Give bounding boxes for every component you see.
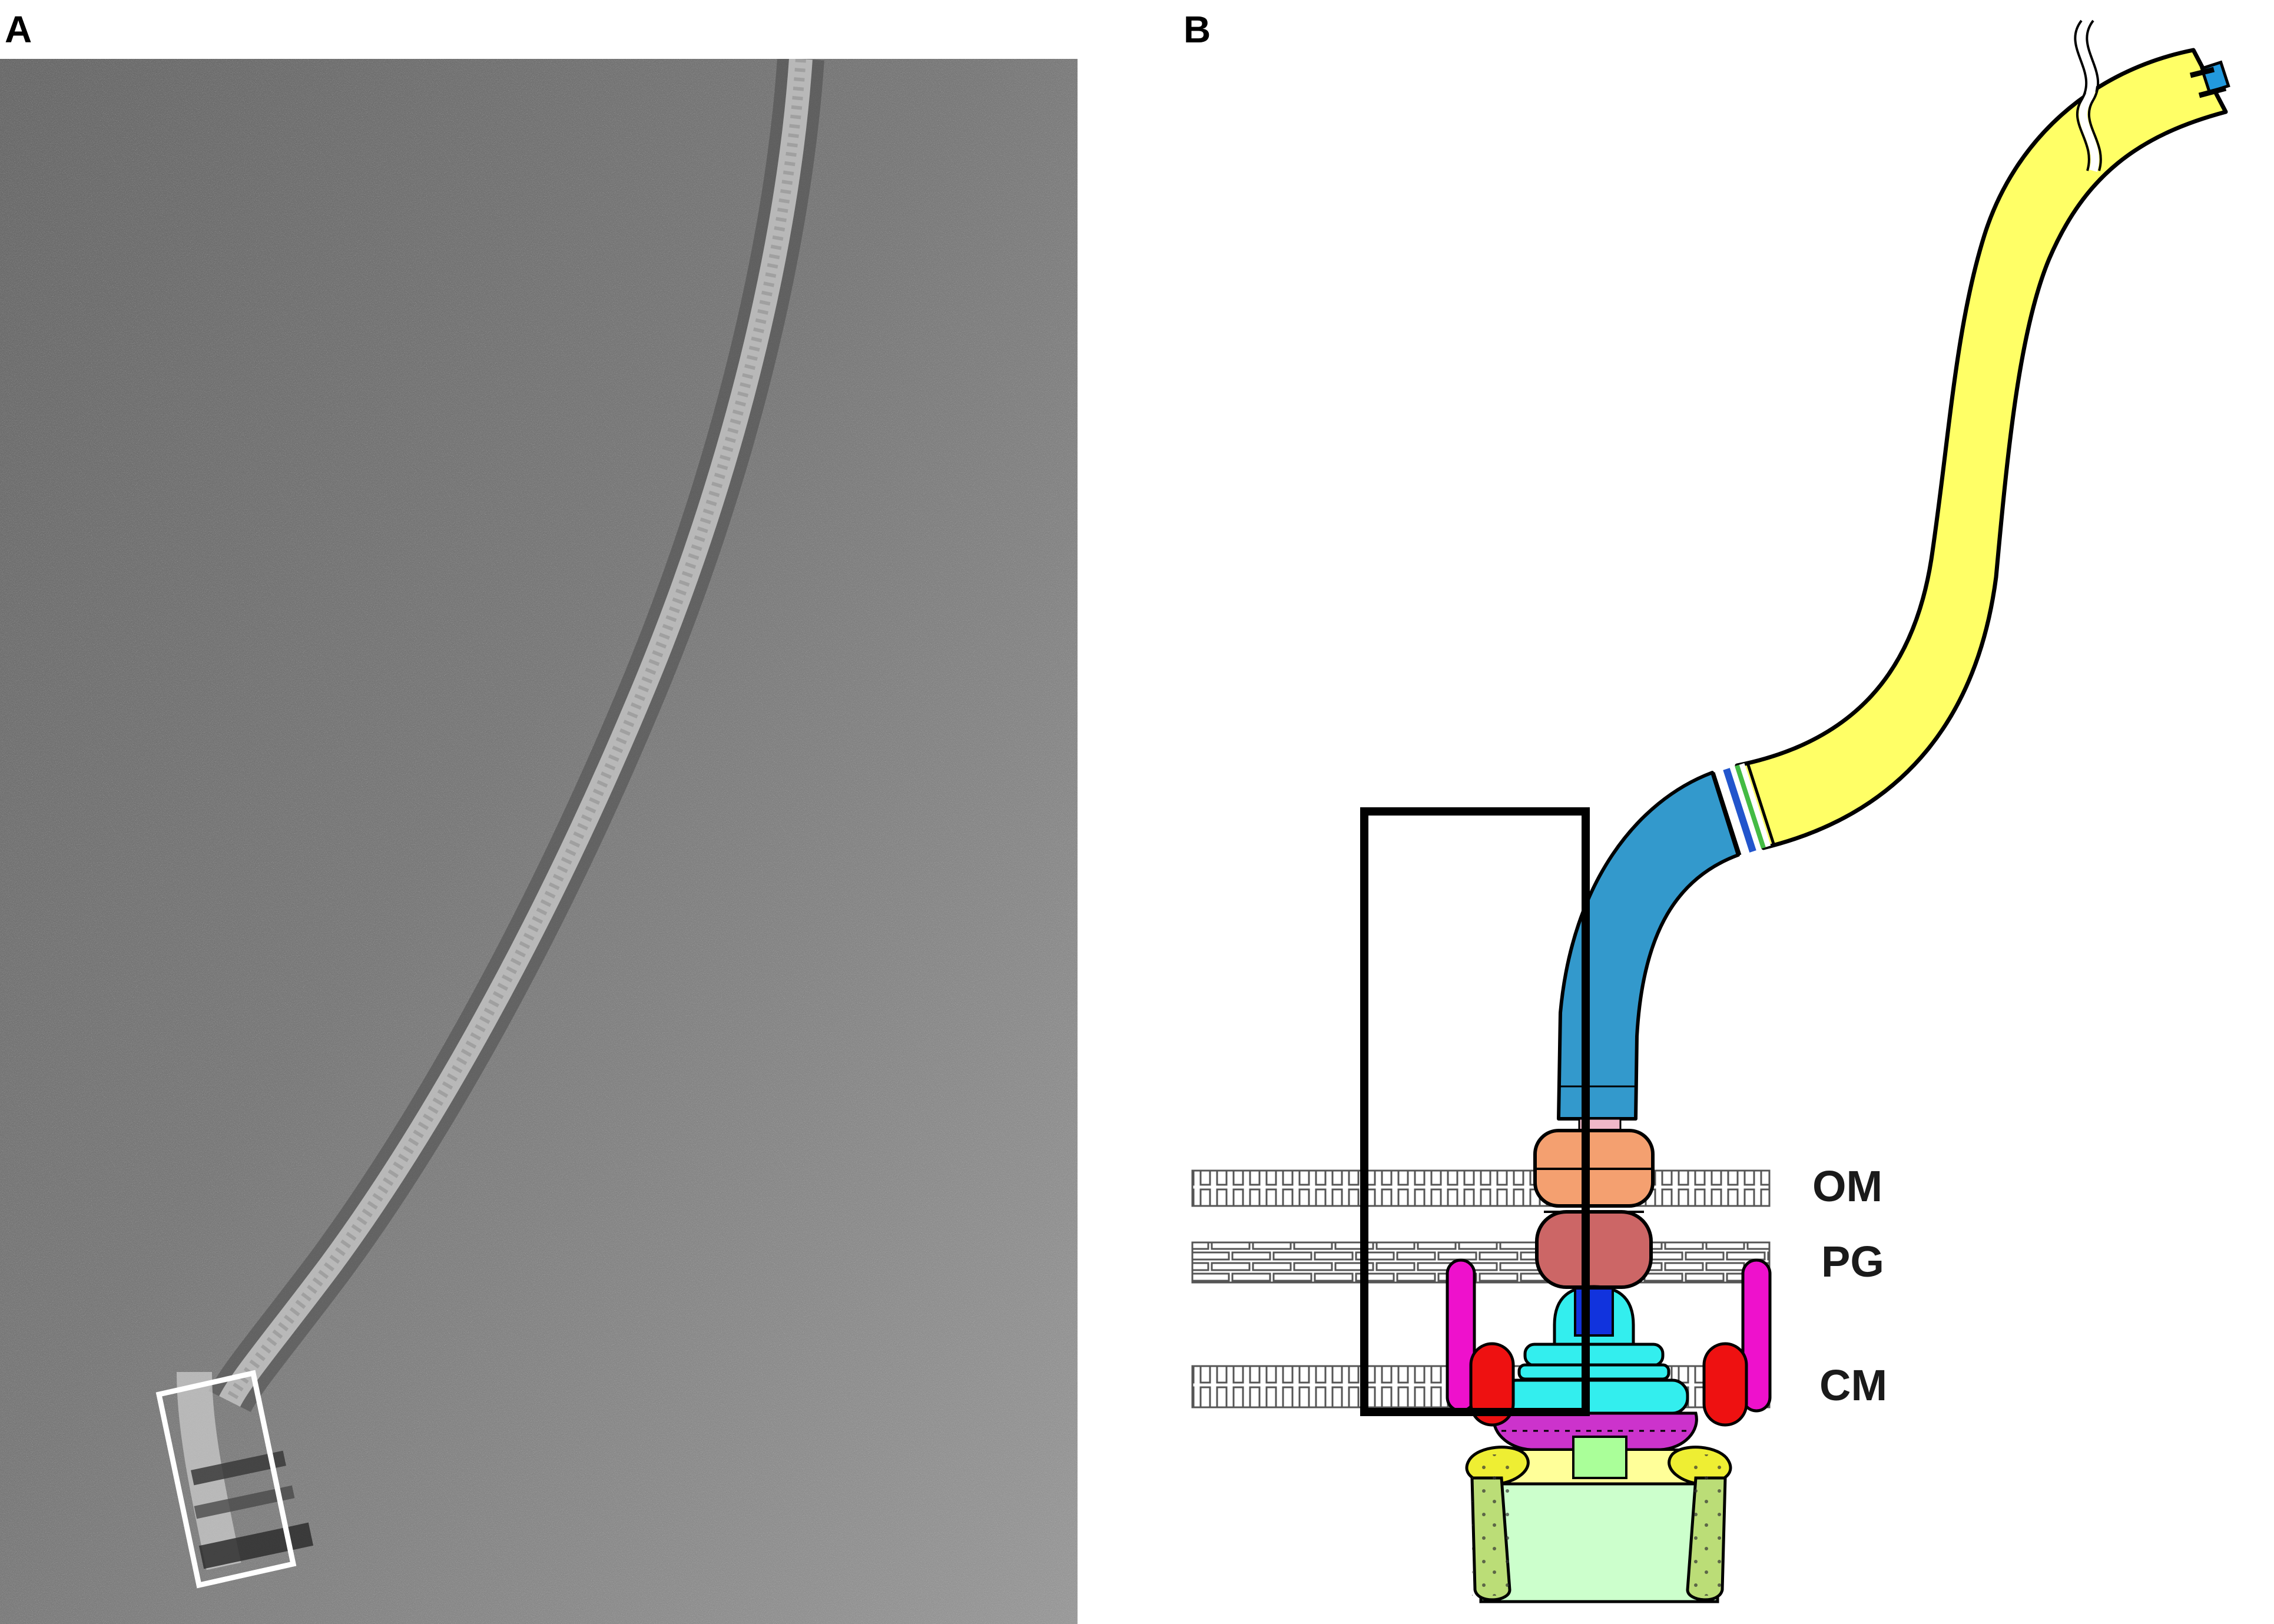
flagellum-schematic: OM PG CM [1191,18,2230,1603]
rod [1574,1287,1614,1337]
micrograph-filament-texture [224,59,806,1404]
filament-break-marks [2074,18,2102,173]
stator-inner-right [1702,1342,1748,1427]
ms-ring-upper [1523,1343,1665,1367]
peptidoglycan-layer [1191,1241,1771,1284]
micrograph-selection-box [155,1370,297,1589]
outer-membrane [1191,1169,1771,1207]
filament [1735,48,2228,850]
c-ring [1479,1482,1719,1603]
schematic-selection-box [1360,807,1590,1416]
stator-inner-left [1469,1342,1515,1427]
panel-a-letter: A [5,8,32,51]
hook [1557,771,1740,1121]
cm-label: CM [1819,1361,1887,1410]
micrograph-background [0,59,1078,1624]
ms-ring-middle [1517,1363,1670,1381]
electron-micrograph [0,59,1078,1624]
filament-cap [2189,49,2230,113]
om-label: OM [1812,1162,1882,1211]
c-ring-center [1572,1436,1627,1479]
panel-b-letter: B [1184,8,1211,51]
p-ring [1535,1210,1653,1289]
stator-outer-right [1741,1258,1772,1413]
pg-label: PG [1821,1237,1884,1286]
